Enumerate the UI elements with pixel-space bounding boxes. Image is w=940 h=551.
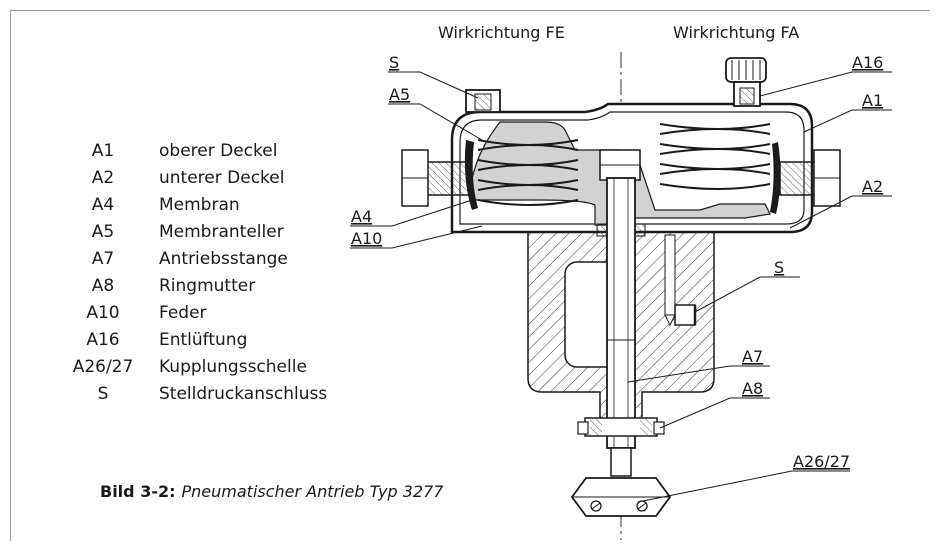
callout-a7: A7 (742, 347, 763, 366)
spring-left (477, 139, 579, 206)
legend-row: A10 Feder (58, 300, 348, 327)
legend-row: A7 Antriebsstange (58, 246, 348, 273)
flange-left (425, 161, 471, 196)
callout-a1: A1 (862, 91, 883, 110)
direction-label-fa: Wirkrichtung FA (673, 23, 799, 42)
callout-a4: A4 (351, 207, 372, 226)
figure-caption: Bild 3-2: Pneumatischer Antrieb Typ 3277 (100, 482, 443, 501)
callout-a8: A8 (742, 379, 763, 398)
air-channel (664, 234, 676, 316)
figure-frame (10, 10, 930, 541)
leader-a8 (659, 397, 770, 429)
leader-a7 (627, 365, 770, 383)
legend-code: A16 (86, 330, 120, 350)
vent-knob-ribs (731, 60, 761, 80)
legend-description: Membran (159, 195, 240, 215)
legend-description: Membranteller (159, 222, 284, 242)
ring-nut-hatch (640, 419, 652, 435)
legend-description: Entlüftung (159, 330, 248, 350)
leader-a26-27 (637, 470, 850, 503)
legend-code: S (97, 384, 109, 404)
coupling-screw-slot (591, 502, 601, 510)
legend-code: A8 (91, 276, 115, 296)
legend-code: A10 (86, 303, 120, 323)
legend-description: Stelldruckanschluss (159, 384, 328, 404)
leader-a1 (803, 109, 892, 133)
legend-row: A16 Entlüftung (58, 327, 348, 354)
leader-a16 (759, 71, 892, 97)
legend-description: Ringmutter (159, 276, 256, 296)
legend-code: A1 (91, 141, 115, 161)
ring-nut-left (577, 421, 589, 435)
air-channel-tip (664, 314, 676, 327)
direction-label-fe: Wirkrichtung FE (438, 23, 565, 42)
diaphragm-plate (469, 121, 622, 226)
callout-a26-27: A26/27 (793, 452, 850, 471)
coupling-screw-slot (637, 502, 647, 510)
legend-code: A7 (91, 249, 115, 269)
leader-lines (350, 71, 892, 503)
leader-s-top (388, 71, 479, 99)
callout-a10: A10 (351, 229, 382, 248)
legend-row: A1 oberer Deckel (58, 138, 348, 165)
leader-a10 (350, 225, 483, 249)
legend-code: A4 (91, 195, 115, 215)
callout-a5: A5 (389, 85, 410, 104)
legend-row: A5 Membranteller (58, 219, 348, 246)
legend-row: A2 unterer Deckel (58, 165, 348, 192)
spring-right (659, 123, 771, 190)
vent-core (739, 87, 755, 105)
callout-s-side: S (774, 258, 784, 277)
diaphragm-plate-right (620, 164, 771, 219)
actuator-stem (606, 177, 636, 449)
ring-nut-hatch (590, 419, 602, 435)
diaphragm-right (770, 142, 781, 214)
legend-row: A4 Membran (58, 192, 348, 219)
pressure-port-core (474, 93, 492, 111)
leader-a5 (388, 103, 483, 141)
legend-row: S Stelldruckanschluss (58, 381, 348, 408)
leader-a2 (789, 195, 892, 229)
legend-description: unterer Deckel (159, 168, 285, 188)
callout-a16: A16 (852, 53, 883, 72)
legend-code: A5 (91, 222, 115, 242)
leader-s-side (694, 276, 800, 313)
legend-description: Kupplungsschelle (159, 357, 307, 377)
stem-end (610, 447, 632, 477)
legend-description: oberer Deckel (159, 141, 278, 161)
legend-row: A8 Ringmutter (58, 273, 348, 300)
ring-nut-right (653, 421, 665, 435)
legend-description: Feder (159, 303, 207, 323)
legend-row: A26/27 Kupplungsschelle (58, 354, 348, 381)
legend-description: Antriebsstange (159, 249, 288, 269)
legend-code: A26/27 (72, 357, 134, 377)
callout-a2: A2 (862, 177, 883, 196)
leader-a4 (350, 199, 473, 227)
caption-title: Pneumatischer Antrieb Typ 3277 (181, 482, 444, 501)
side-port (674, 304, 696, 326)
callout-s-top: S (389, 53, 399, 72)
caption-label: Bild 3-2: (100, 482, 176, 501)
legend-code: A2 (91, 168, 115, 188)
